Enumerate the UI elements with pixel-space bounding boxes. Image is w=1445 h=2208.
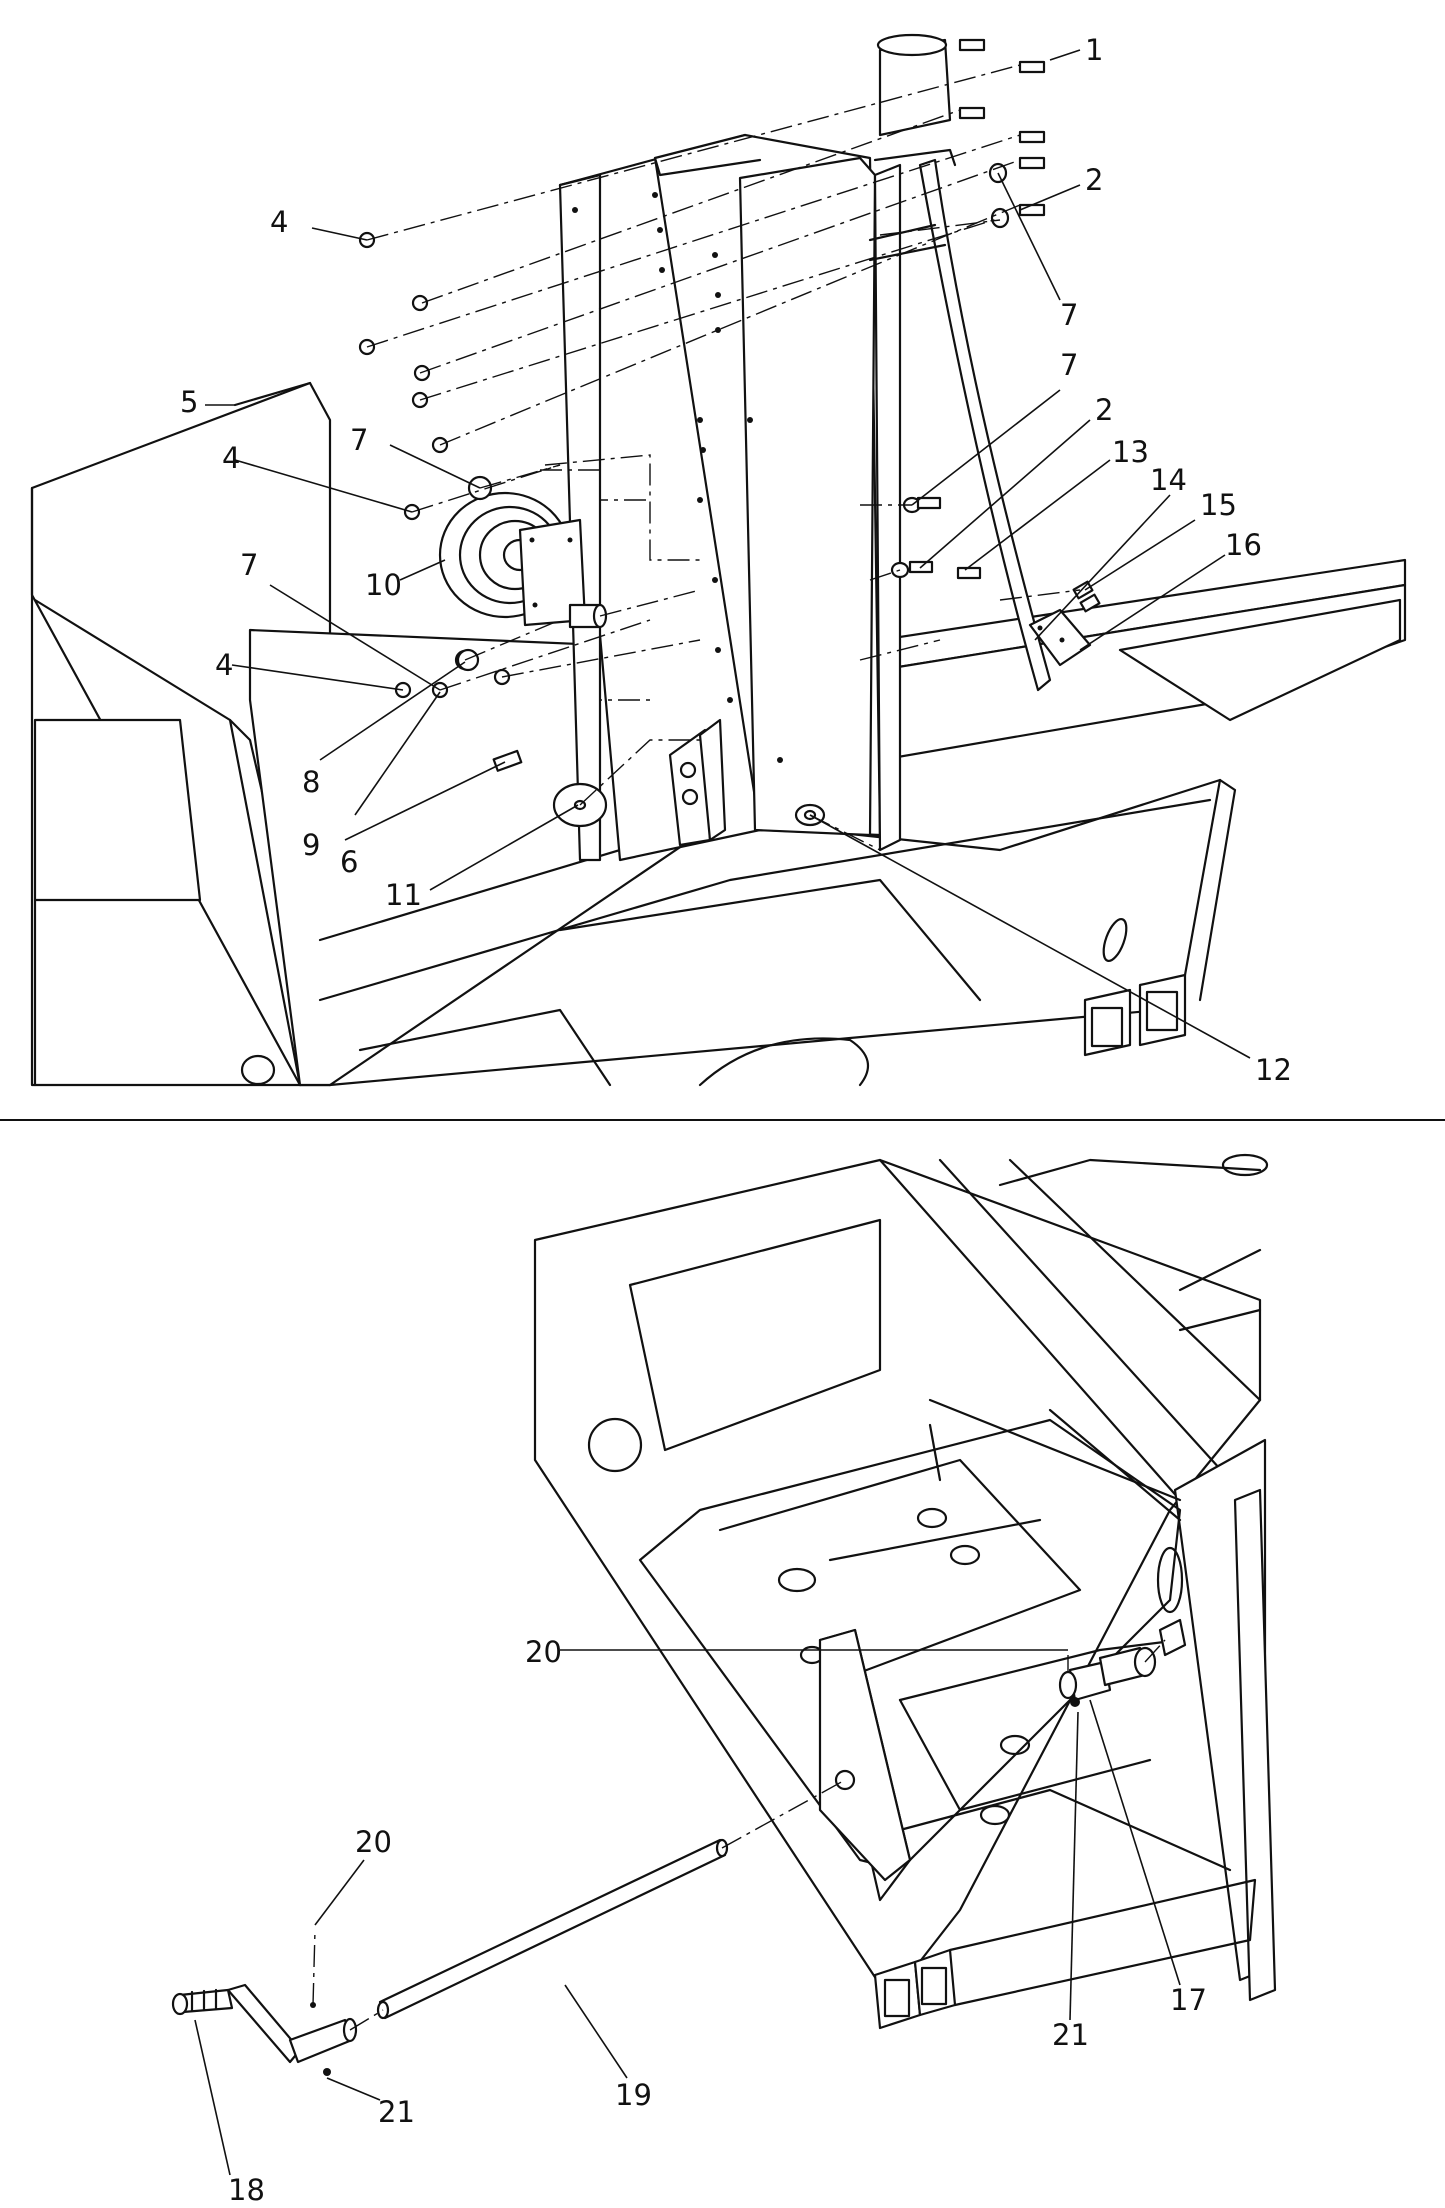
callout-4: 4: [222, 441, 240, 475]
callout-7: 7: [1060, 298, 1078, 332]
callout-8: 8: [302, 765, 320, 799]
callout-4: 4: [215, 648, 233, 682]
assembly-center-lines: [366, 64, 1081, 851]
callout-18: 18: [228, 2173, 265, 2207]
front-box-tubes: [873, 1878, 1257, 2030]
callout-2: 2: [1085, 163, 1103, 197]
left-frame-panel: [30, 381, 332, 1087]
callout-7: 7: [350, 423, 368, 457]
bottom-callout-labels: 20 20 17 21 19 21 18: [228, 1635, 1207, 2207]
callout-10: 10: [365, 568, 402, 602]
callout-13: 13: [1112, 435, 1149, 469]
callout-20: 20: [355, 1825, 392, 1859]
center-mast: [558, 133, 902, 862]
callout-4: 4: [270, 205, 288, 239]
callout-19: 19: [615, 2078, 652, 2112]
callout-16: 16: [1225, 528, 1262, 562]
spindle-hub-17: [1058, 1618, 1187, 1707]
crank-handle-18: [171, 1983, 358, 2076]
sliding-plate: [818, 1628, 912, 1902]
callout-12: 12: [1255, 1053, 1292, 1087]
bracket-plate-14: [1028, 608, 1092, 667]
underside-frame: [533, 1153, 1277, 2002]
callout-5: 5: [180, 385, 198, 419]
callout-20: 20: [525, 1635, 562, 1669]
callout-7: 7: [1060, 348, 1078, 382]
winch-drum-10: [438, 491, 608, 629]
bottom-assembly-lines: [312, 1639, 1166, 2031]
bottom-assembly-view: 20 20 17 21 19 21 18: [171, 1153, 1277, 2207]
callout-1: 1: [1085, 33, 1103, 67]
callout-11: 11: [385, 878, 422, 912]
callout-6: 6: [340, 845, 358, 879]
guide-bracket: [668, 718, 727, 847]
top-callout-labels: 1 2 4 7 5 7 2 13 14 15 16 4 7 10 7 4 8 9…: [180, 33, 1292, 1087]
top-assembly-view: 1 2 4 7 5 7 2 13 14 15 16 4 7 10 7 4 8 9…: [30, 33, 1407, 1087]
callout-7: 7: [240, 548, 258, 582]
callout-15: 15: [1200, 488, 1237, 522]
top-leader-lines: [205, 49, 1251, 1059]
drive-shaft-19: [376, 1838, 729, 2020]
top-post-and-arm: [868, 33, 1052, 692]
right-rail: [878, 558, 1407, 762]
bottom-leader-lines: [194, 1649, 1181, 2176]
callout-9: 9: [302, 828, 320, 862]
callout-2: 2: [1095, 393, 1113, 427]
callout-21: 21: [1052, 2018, 1089, 2052]
callout-14: 14: [1150, 463, 1187, 497]
callout-21: 21: [378, 2095, 415, 2129]
callout-17: 17: [1170, 1983, 1207, 2017]
